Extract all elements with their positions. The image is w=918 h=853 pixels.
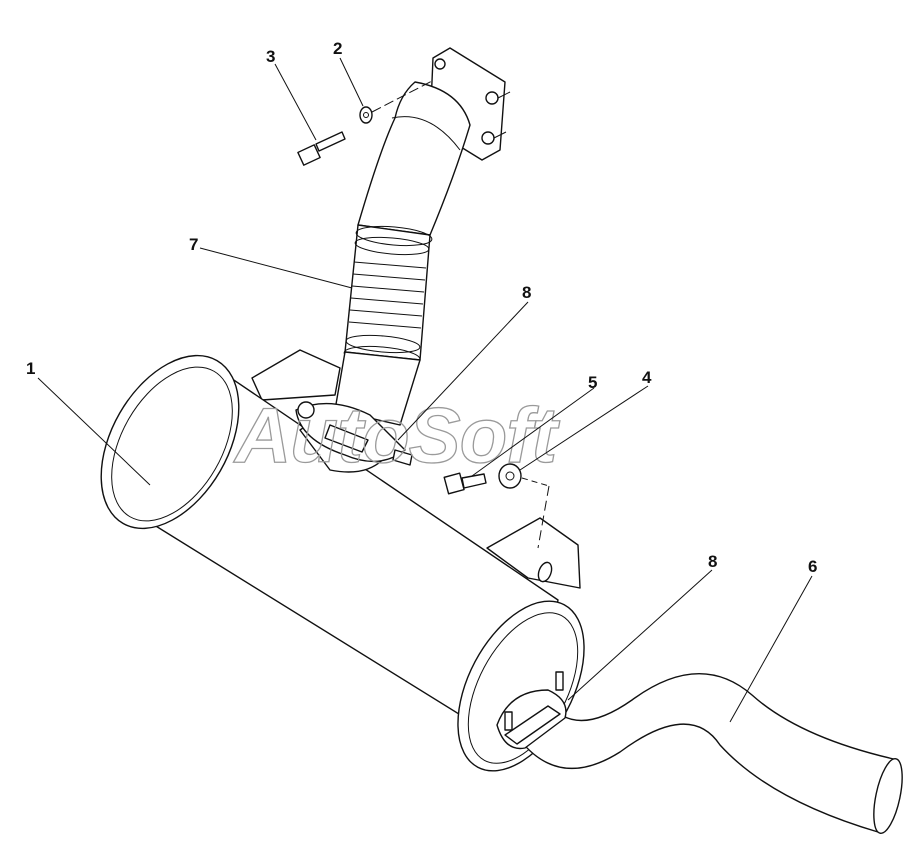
bolt-side (443, 472, 487, 495)
bolt-side-head (443, 472, 465, 495)
flex-rib (350, 297, 424, 305)
callout-bolt-top: 3 (266, 47, 275, 66)
flange-nut-b (481, 131, 495, 145)
inlet-pipe (334, 351, 421, 426)
callout-flex-pipe: 7 (189, 235, 198, 254)
leader-tailpipe (729, 575, 813, 723)
muffler-left-endcap-rim (111, 366, 233, 522)
bolt-top-head (297, 144, 321, 166)
watermark-text: AutoSoft (233, 391, 560, 479)
flex-rib (351, 285, 425, 293)
washer-top-ring (359, 106, 373, 124)
washer-top-hole (363, 112, 369, 118)
flex-ring-top (355, 225, 433, 247)
bolt-top (297, 131, 346, 166)
clamp-upper (295, 401, 413, 466)
guide-side-bolt-drop (537, 485, 550, 549)
flex-ring-top2 (354, 236, 430, 256)
flex-rib (353, 261, 427, 269)
clamp-lower-bolt-b (555, 671, 564, 691)
callout-bolt-side: 5 (588, 373, 597, 392)
washer-side-ring (498, 463, 522, 489)
bracket-slot-hole (537, 561, 553, 583)
tailpipe (519, 673, 903, 834)
leader-washer-top (339, 57, 364, 107)
flex-ring-bottom (345, 334, 421, 354)
washer-top (359, 106, 373, 124)
callout-clamp-lower: 8 (708, 552, 717, 571)
washer-side (498, 463, 522, 489)
leader-bolt-side (471, 387, 595, 477)
flange-stud-b (493, 131, 507, 139)
leader-lines (37, 57, 813, 723)
clamp-upper-nut (392, 449, 413, 466)
callout-washer-top: 2 (333, 39, 342, 58)
elbow-collar-line (391, 116, 461, 151)
muffler-top-bracket (251, 349, 341, 401)
clamp-lower (496, 671, 567, 750)
bolt-top-shank (315, 131, 346, 152)
clamp-upper-saddle (324, 424, 369, 453)
callout-clamp-upper: 8 (522, 283, 531, 302)
tailpipe-outlet (873, 758, 903, 834)
leader-clamp-upper (397, 301, 529, 441)
flange-stud-a (497, 91, 511, 99)
flex-rib (349, 309, 423, 317)
leader-clamp-lower (567, 569, 713, 701)
leader-muffler (37, 377, 151, 486)
bolt-side-shank (461, 473, 487, 489)
callout-washer-side: 4 (642, 368, 652, 387)
assembly-guides (371, 79, 550, 549)
leader-bolt-top (274, 63, 317, 141)
callout-labels: 1 2 3 4 5 6 7 8 8 (26, 39, 817, 576)
clamp-upper-bolt (297, 401, 315, 419)
callout-muffler: 1 (26, 359, 35, 378)
flex-rib (348, 321, 422, 329)
exhaust-down-pipe (334, 47, 511, 426)
clamp-lower-bolt-a (504, 711, 513, 731)
callout-tailpipe: 6 (808, 557, 817, 576)
muffler-rear-bracket (486, 517, 581, 589)
flex-rib (352, 273, 426, 281)
guide-side-bolt (521, 477, 550, 487)
flange-bolt-hole-a (434, 58, 446, 70)
leader-washer-side (519, 385, 649, 471)
flange-nut-a (485, 91, 499, 105)
washer-side-hole (505, 471, 515, 481)
leader-flex-pipe (199, 247, 353, 289)
guide-top-bolt (371, 79, 435, 113)
tailpipe-body (519, 673, 899, 833)
clamp-lower-saddle (504, 705, 561, 745)
exhaust-elbow (357, 81, 471, 236)
